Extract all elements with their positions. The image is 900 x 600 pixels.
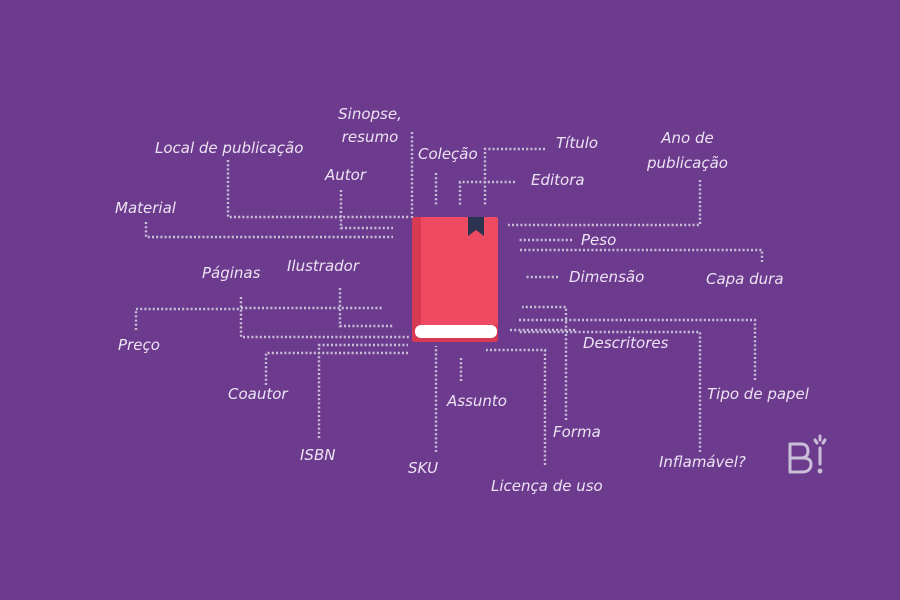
label-isbn: ISBN: [300, 446, 336, 464]
connector-ano: [508, 180, 702, 227]
label-ilustrador: Ilustrador: [287, 257, 360, 275]
connector-local: [226, 160, 410, 219]
label-tipo-papel: Tipo de papel: [707, 385, 809, 403]
book-spine: [412, 217, 421, 342]
label-material: Material: [115, 199, 176, 217]
label-peso: Peso: [581, 231, 617, 249]
label-preco: Preço: [118, 336, 160, 354]
label-descritores: Descritores: [583, 334, 669, 352]
connector-inflamavel: [518, 330, 702, 452]
connector-editora: [458, 180, 515, 205]
label-forma: Forma: [553, 423, 601, 441]
label-local-publicacao: Local de publicação: [155, 139, 304, 157]
label-sku: SKU: [408, 459, 439, 477]
label-coautor: Coautor: [228, 385, 288, 403]
book-icon: [412, 217, 498, 342]
connector-capa: [518, 248, 764, 262]
label-dimensao: Dimensão: [569, 268, 645, 286]
connector-tipo: [518, 318, 757, 380]
label-licenca-uso: Licença de uso: [491, 477, 603, 495]
label-capa-dura: Capa dura: [706, 270, 784, 288]
label-sinopse-line1: Sinopse,: [338, 105, 402, 123]
connector-lines: [134, 132, 764, 465]
label-inflamavel: Inflamável?: [659, 453, 746, 471]
connector-material: [144, 222, 393, 239]
label-autor: Autor: [325, 166, 366, 184]
connector-ilustrador: [338, 288, 393, 328]
connector-titulo: [483, 147, 545, 205]
book-pages: [415, 325, 497, 338]
bookmark-icon: [468, 217, 484, 236]
connector-isbn: [317, 343, 408, 438]
connector-paginas: [239, 297, 410, 339]
label-sinopse-line2: resumo: [341, 128, 399, 146]
connector-licenca: [486, 348, 547, 465]
brand-logo-icon: [788, 434, 827, 474]
label-ano-line2: publicação: [647, 154, 728, 172]
label-ano-line1: Ano de: [661, 129, 714, 147]
label-titulo: Título: [556, 134, 599, 152]
connector-autor: [339, 190, 393, 230]
book-cover: [420, 217, 498, 325]
label-colecao: Coleção: [418, 145, 478, 163]
connector-coautor: [264, 351, 408, 385]
connector-preco: [134, 307, 241, 330]
label-editora: Editora: [531, 171, 585, 189]
label-assunto: Assunto: [447, 392, 507, 410]
label-paginas: Páginas: [202, 264, 261, 282]
